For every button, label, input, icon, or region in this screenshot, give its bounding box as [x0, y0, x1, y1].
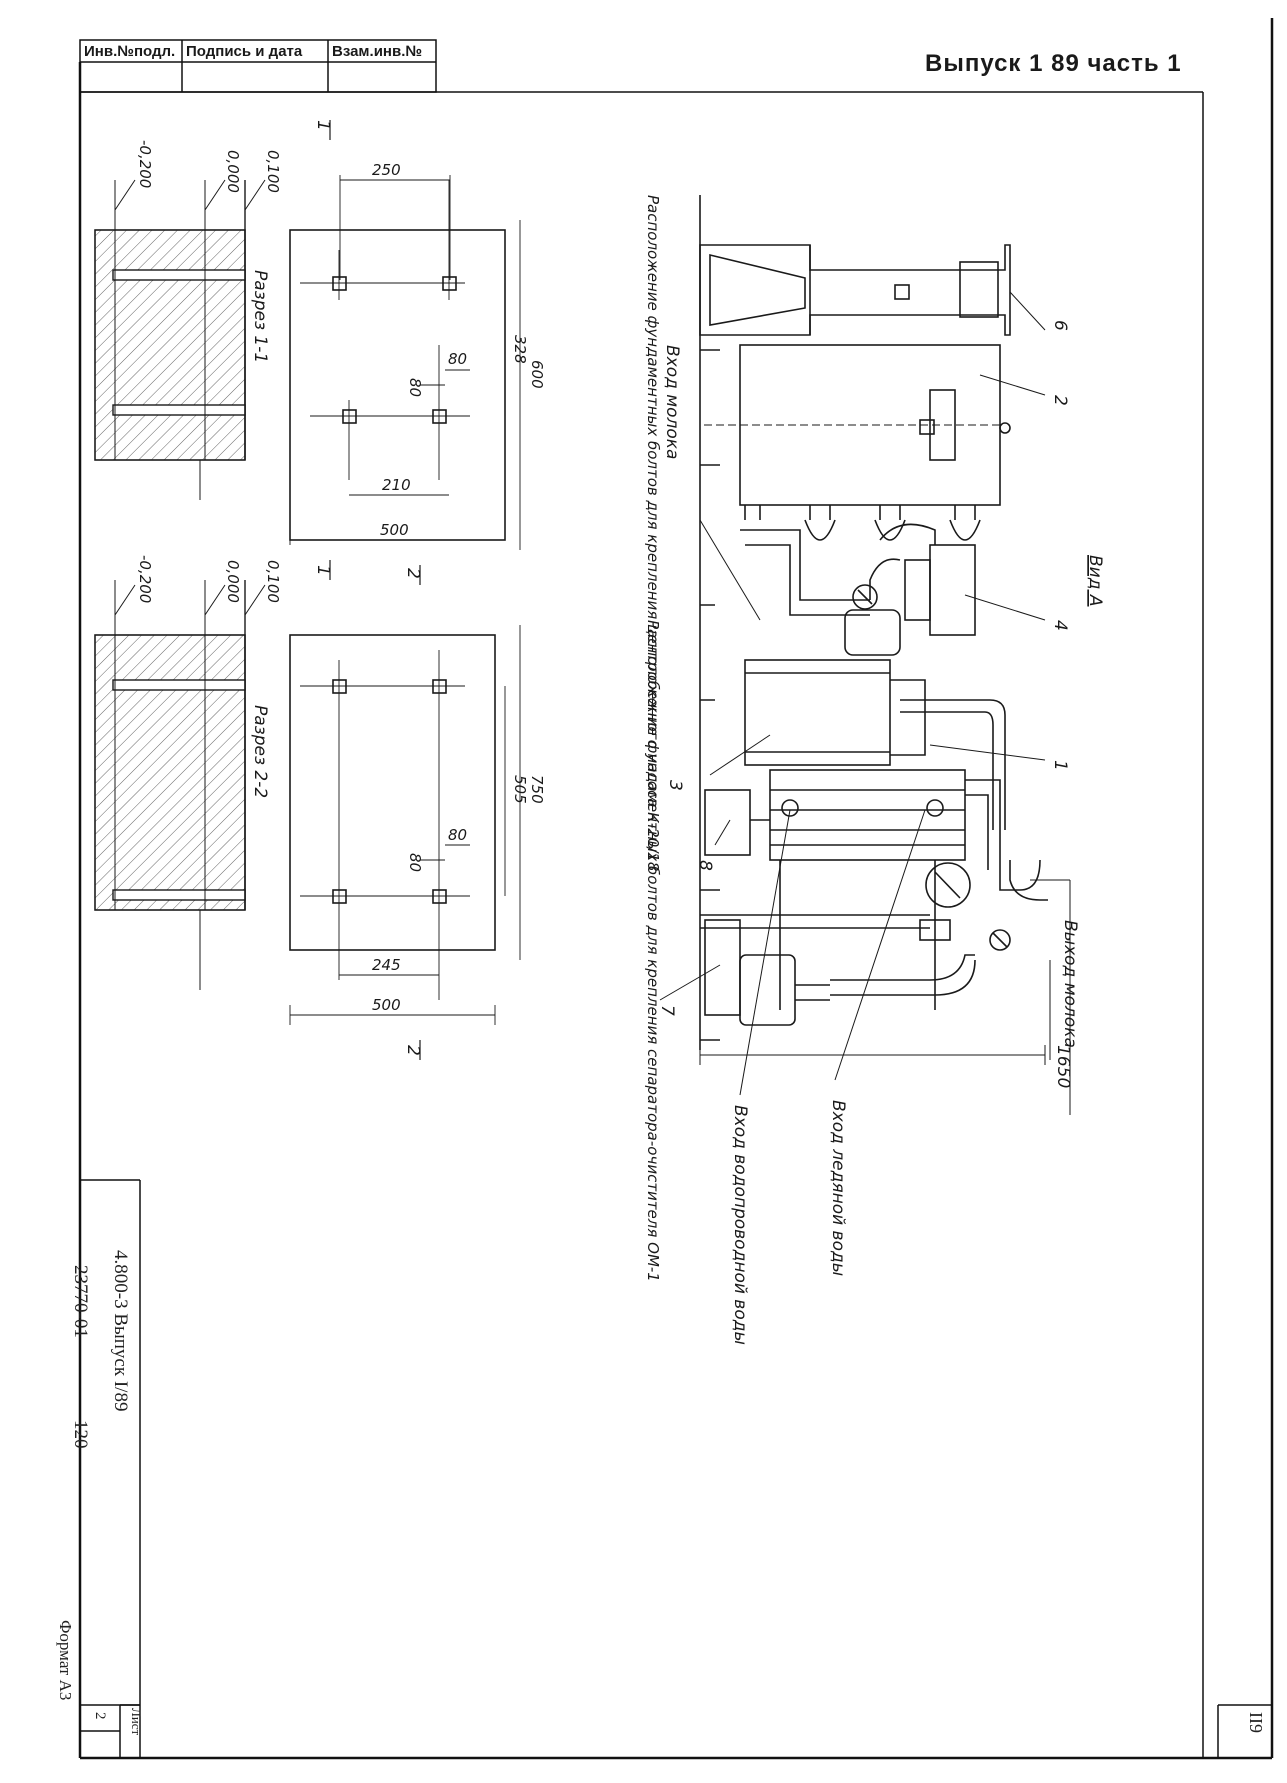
issue-label: Выпуск 1 89 часть 1: [925, 50, 1182, 77]
stamp-signature-date: Подпись и дата: [186, 43, 303, 60]
plan1-dim-80b: 80: [406, 378, 424, 397]
view-a-leaders: [659, 291, 1071, 1115]
plan1-section-mark-top: 1: [313, 120, 333, 131]
section1-level-0000: 0,000: [224, 150, 242, 193]
section-2-2: [94, 580, 266, 990]
section1-level-0100: 0,100: [264, 150, 282, 193]
title-block: [80, 1179, 141, 1758]
plan2-dim-80a: 80: [448, 826, 467, 844]
plan-1: [289, 120, 521, 580]
section2-level-0100: 0,100: [264, 560, 282, 603]
callout-1: 1: [1050, 760, 1070, 771]
label-tap-water-in: Вход водопроводной воды: [730, 1105, 750, 1345]
plan2-dim-505: 505: [511, 775, 529, 804]
title-block-number: 23770-01: [70, 1265, 91, 1338]
section-1-1: [94, 179, 266, 500]
dim-1650: 1650: [1053, 1045, 1073, 1088]
view-a-title: Вид А: [1085, 555, 1105, 607]
callout-2: 2: [1050, 395, 1070, 406]
sheet-page-number: II9: [1246, 1712, 1266, 1733]
callout-3: 3: [665, 780, 685, 791]
stamp-grid: [79, 39, 437, 93]
plan2-dim-245: 245: [372, 956, 401, 974]
callout-8: 8: [695, 860, 715, 871]
plan1-caption: Расположение фундаментных болтов для кре…: [644, 195, 662, 871]
label-milk-in: Вход молока: [662, 345, 682, 459]
callout-6: 6: [1050, 320, 1070, 331]
title-block-sheet-label: Лист: [129, 1708, 144, 1736]
stamp-replace-inv: Взам.инв.№: [332, 43, 423, 60]
plan1-dim-250: 250: [372, 161, 401, 179]
label-milk-out: Выход молока: [1060, 920, 1080, 1048]
plan2-section-mark-bottom: 2: [403, 1045, 423, 1056]
callout-4: 4: [1050, 620, 1070, 631]
plan2-dim-750: 750: [528, 775, 546, 804]
title-block-format: Формат A3: [56, 1620, 75, 1700]
plan1-dim-210: 210: [382, 476, 411, 494]
section2-level-0000: 0,000: [224, 560, 242, 603]
plan1-dim-80a: 80: [448, 350, 467, 368]
section2-level-m0200: -0,200: [136, 555, 154, 603]
stamp-inv-no: Инв.№подл.: [84, 43, 176, 60]
plan2-dim-500: 500: [372, 996, 401, 1014]
plan2-caption: Расположение фундаментных болтов для кре…: [644, 620, 662, 1282]
view-a: [699, 195, 1048, 1050]
plan1-dim-500: 500: [380, 521, 409, 539]
label-ice-water-in: Вход ледяной воды: [828, 1100, 848, 1276]
plan1-dim-600: 600: [528, 360, 546, 389]
plan-2: [289, 565, 521, 1060]
section1-title: Разрез 1-1: [250, 270, 270, 363]
title-block-page: 120: [70, 1420, 91, 1449]
plan1-dim-328: 328: [511, 335, 529, 364]
section1-level-m0200: -0,200: [136, 140, 154, 188]
plan1-section-mark-bottom: 1: [313, 565, 333, 576]
title-block-code: 4.800-3 Выпуск I/89: [110, 1250, 131, 1411]
section2-title: Разрез 2-2: [250, 705, 270, 798]
title-block-sheet-no: 2: [92, 1712, 108, 1720]
plan2-dim-80b: 80: [406, 853, 424, 872]
callout-7: 7: [657, 1005, 677, 1016]
plan2-section-mark-top: 2: [403, 568, 423, 579]
